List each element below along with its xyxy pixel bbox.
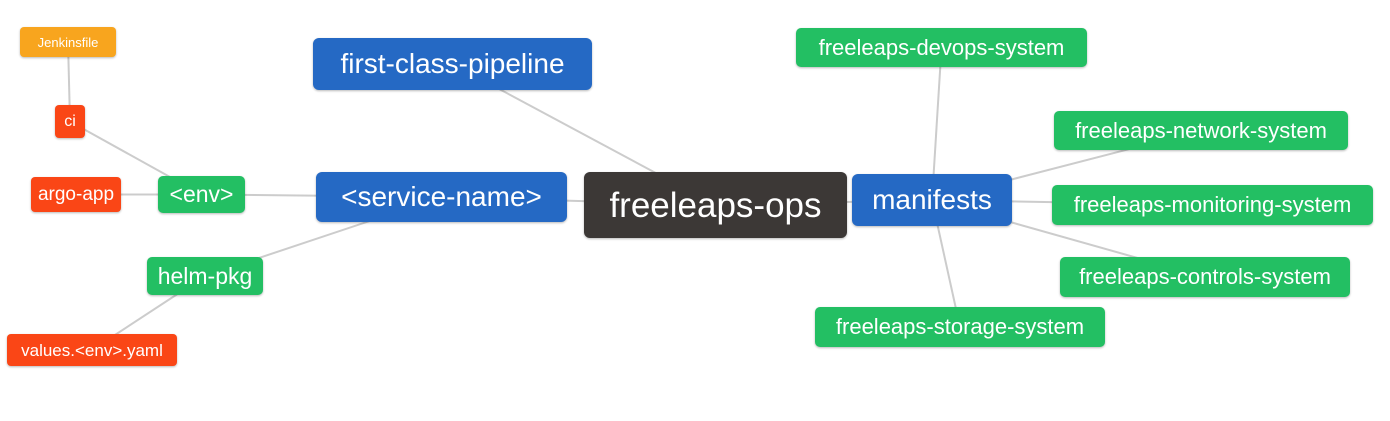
node-service-name[interactable]: <service-name>	[316, 172, 567, 222]
node-freeleaps-storage-system[interactable]: freeleaps-storage-system	[815, 307, 1105, 347]
node-jenkinsfile[interactable]: Jenkinsfile	[20, 27, 116, 57]
node-manifests[interactable]: manifests	[852, 174, 1012, 226]
node-freeleaps-ops-root[interactable]: freeleaps-ops	[584, 172, 847, 238]
node-argo-app[interactable]: argo-app	[31, 177, 121, 212]
node-freeleaps-controls-system[interactable]: freeleaps-controls-system	[1060, 257, 1350, 297]
node-values-env-yaml[interactable]: values.<env>.yaml	[7, 334, 177, 366]
node-first-class-pipeline[interactable]: first-class-pipeline	[313, 38, 592, 90]
node-helm-pkg[interactable]: helm-pkg	[147, 257, 263, 295]
node-freeleaps-network-system[interactable]: freeleaps-network-system	[1054, 111, 1348, 150]
node-freeleaps-devops-system[interactable]: freeleaps-devops-system	[796, 28, 1087, 67]
node-freeleaps-monitoring-system[interactable]: freeleaps-monitoring-system	[1052, 185, 1373, 225]
node-env[interactable]: <env>	[158, 176, 245, 213]
node-ci[interactable]: ci	[55, 105, 85, 138]
